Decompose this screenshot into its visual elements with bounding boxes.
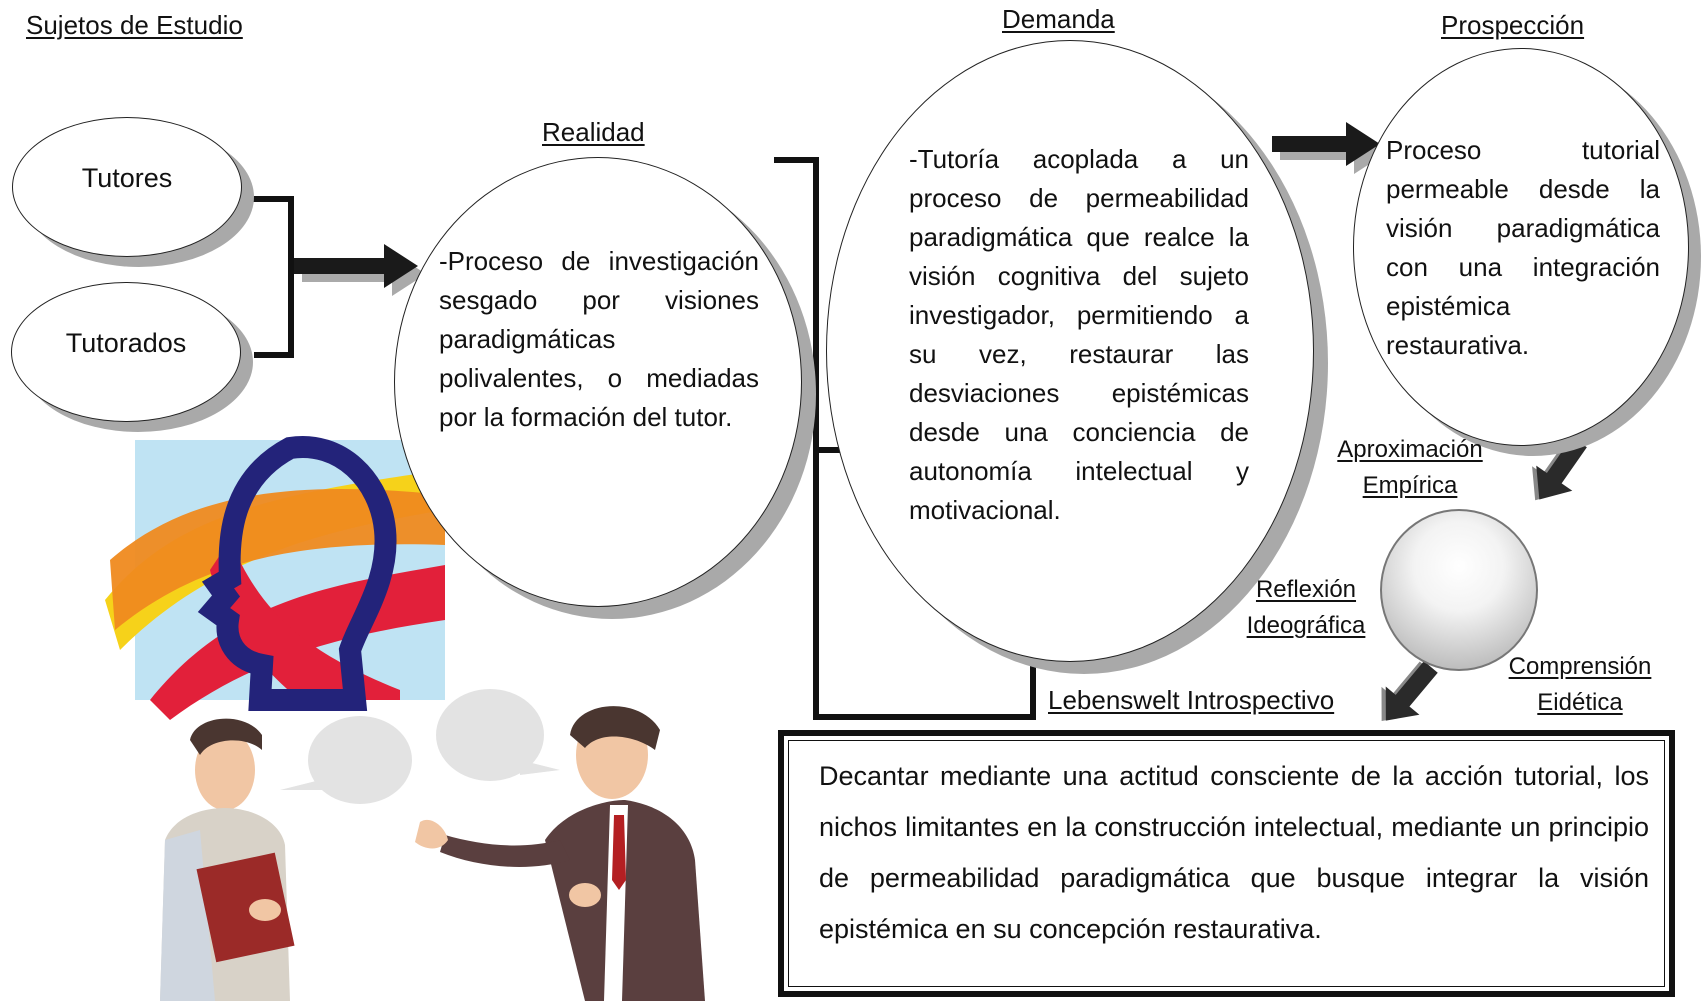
heading-demanda: Demanda xyxy=(1002,4,1115,34)
reflexion-line-2: Ideográfica xyxy=(1246,612,1366,639)
heading-sujetos: Sujetos de Estudio xyxy=(26,10,243,40)
realidad-text: -Proceso de investigación sesgado por vi… xyxy=(439,246,759,432)
realidad-node: -Proceso de investigación sesgado por vi… xyxy=(394,157,802,607)
conclusion-inner-frame: Decantar mediante una actitud consciente… xyxy=(788,740,1665,987)
comprension-line-1: Comprensión xyxy=(1508,653,1652,680)
two-people-talking-icon xyxy=(160,689,705,1001)
reflexion-label: Reflexión Ideográfica xyxy=(1236,572,1376,644)
cycle-circle xyxy=(1380,509,1538,671)
demanda-node: -Tutoría acoplada a un proceso de permea… xyxy=(826,40,1314,662)
heading-prospeccion: Prospección xyxy=(1441,10,1585,40)
reflexion-line-1: Reflexión xyxy=(1255,576,1357,603)
comprension-line-2: Eidética xyxy=(1537,689,1623,716)
arrow-cycle-to-box-icon xyxy=(1381,661,1438,721)
conclusion-text: Decantar mediante una actitud consciente… xyxy=(819,761,1649,944)
comprension-label: Comprensión Eidética xyxy=(1490,649,1670,721)
demanda-text: -Tutoría acoplada a un proceso de permea… xyxy=(909,144,1249,525)
human-head-profile-icon xyxy=(105,436,445,720)
prospeccion-node: Proceso tutorial permeable desde la visi… xyxy=(1353,48,1689,446)
aproximacion-label: Aproximación Empírica xyxy=(1320,432,1500,504)
tutores-label: Tutores xyxy=(81,163,173,193)
tutorados-label: Tutorados xyxy=(65,328,187,358)
tutorados-node: Tutorados xyxy=(11,282,241,422)
aproximacion-line-2: Empírica xyxy=(1362,472,1458,499)
arrow-to-prospeccion-icon xyxy=(1272,122,1388,174)
conclusion-box: Decantar mediante una actitud consciente… xyxy=(778,730,1675,997)
arrow-down-to-cycle-icon xyxy=(1532,436,1587,501)
arrow-to-realidad-icon xyxy=(294,244,426,296)
lebenswelt-label: Lebenswelt Introspectivo xyxy=(1048,685,1335,715)
prospeccion-text: Proceso tutorial permeable desde la visi… xyxy=(1386,135,1660,360)
aproximacion-line-1: Aproximación xyxy=(1337,436,1483,463)
tutores-node: Tutores xyxy=(12,117,242,257)
heading-realidad: Realidad xyxy=(542,117,645,147)
